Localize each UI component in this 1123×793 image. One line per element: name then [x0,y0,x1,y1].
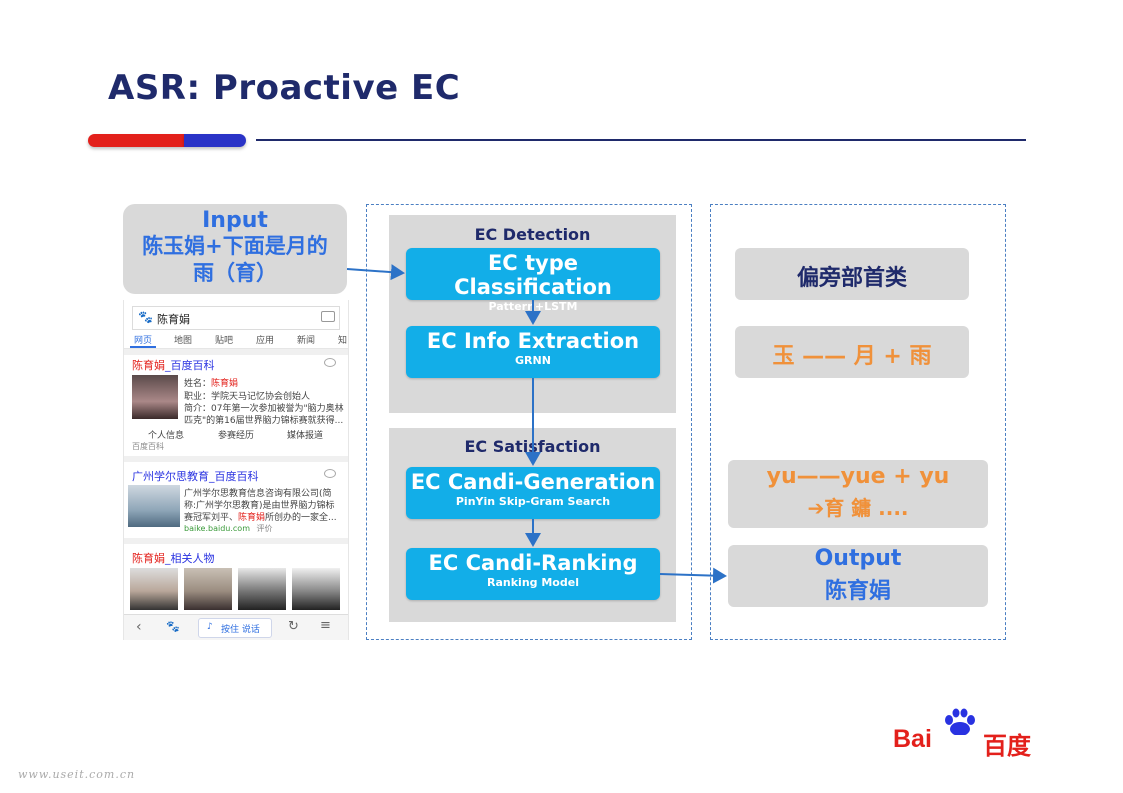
baidu-logo: Bai du 百度 [893,707,1043,760]
result2-url-text: baike.baidu.com [184,524,250,533]
ec-type-classification-box: EC type Classification Pattern+LSTM [406,248,660,313]
baidu-logo-cn: 百度 [983,732,1031,760]
result2-url: baike.baidu.com 评价 [184,523,273,534]
candidates-text: ➔育 鏞 .... [807,496,909,520]
separator [124,456,348,462]
input-label: Input [202,208,268,233]
tab-web[interactable]: 网页 [134,336,153,346]
radical-text: 偏旁部首类 [796,266,907,291]
camera-icon[interactable] [321,311,335,322]
ec-candi-ranking-title: EC Candi-Ranking [428,551,638,575]
result3-title[interactable]: 陈育娟_相关人物 [132,550,215,566]
result2-url-extra: 评价 [256,524,273,533]
person-photo[interactable] [130,568,178,610]
result1-source: 百度百科 [132,442,164,451]
watermark: www.useit.com.cn [18,768,136,781]
result2-line1: 广州学尔思教育信息咨询有限公司(简 [184,489,332,499]
result1-title-highlight: 陈育娟 [132,359,165,372]
result1-link-contests[interactable]: 参赛经历 [218,431,255,441]
phone-search-bar[interactable]: 🐾 陈育娟 [132,306,340,330]
result2-title[interactable]: 广州学尔思教育_百度百科 [132,470,259,483]
ec-type-classification-title: EC type Classification [454,251,612,299]
ec-detection-title: EC Detection [474,225,591,244]
result1-name: 姓名：陈育娟 [184,376,238,389]
eye-icon[interactable] [324,469,336,478]
tab-tieba[interactable]: 贴吧 [215,336,234,346]
decomposition-text: 玉 —— 月 + 雨 [772,344,932,369]
title-rule [256,139,1026,141]
voice-button-label: 按住 说话 [221,625,260,635]
menu-icon[interactable]: ≡ [320,618,331,633]
baidu-logo-du: du [952,735,966,747]
decomposition-box: 玉 —— 月 + 雨 [735,326,969,378]
result2-line2: 称:广州学尔思教育)是由世界脑力锦标 [184,501,335,511]
output-label: Output [814,546,902,571]
result3-title-rest: _相关人物 [165,552,215,565]
pinyin-text: yu——yue + yu [766,464,950,489]
separator [124,349,348,355]
input-box: Input 陈玉娟+下面是月的 雨（育） [123,204,347,294]
tab-map[interactable]: 地图 [174,336,193,346]
paw-icon[interactable]: 🐾 [166,620,180,633]
phone-bottom-bar: ‹ 🐾 ♪ 按住 说话 ↻ ≡ [124,614,348,640]
ec-info-extraction-title: EC Info Extraction [426,329,640,353]
active-tab-indicator [130,346,156,348]
mic-icon: ♪ [207,622,213,632]
radical-box: 偏旁部首类 [735,248,969,300]
person-photo[interactable] [238,568,286,610]
baidu-logo-bai: Bai [893,725,932,753]
result2-line3: 赛冠军刘平、陈育娟所创办的一家全... [184,510,337,523]
phone-search-input[interactable]: 陈育娟 [157,313,190,326]
result1-title-rest: _百度百科 [165,359,215,372]
person-photo[interactable] [184,568,232,610]
pinyin-box: yu——yue + yu ➔育 鏞 .... [728,460,988,528]
paw-icon: 🐾 [138,310,153,324]
input-text-line1: 陈玉娟+下面是月的 [142,234,328,258]
ec-info-extraction-box: EC Info Extraction GRNN [406,326,660,378]
eye-icon[interactable] [324,358,336,367]
arrow-ranking-to-output [659,567,727,584]
right-dashed-container [710,204,1006,640]
result1-job: 职业：学院天马记忆协会创始人 [184,392,311,402]
output-box: Output 陈育娟 [728,545,988,607]
tab-more[interactable]: 知 [338,336,348,346]
title-bar-red [88,134,184,147]
tab-news[interactable]: 新闻 [297,336,316,346]
ec-candi-ranking-box: EC Candi-Ranking Ranking Model [406,548,660,600]
result2-image [128,485,180,527]
ec-candi-generation-sub: PinYin Skip-Gram Search [455,495,611,508]
result1-link-media[interactable]: 媒体报道 [287,431,324,441]
result2-line3-highlight: 陈育娟 [238,513,266,523]
arrow-input-to-classification [346,264,405,281]
ec-info-extraction-sub: GRNN [515,354,551,367]
voice-button[interactable]: ♪ 按住 说话 [198,618,272,638]
result2-line3-post: 所创办的一家全... [265,513,337,523]
output-value: 陈育娟 [824,579,891,604]
result1-name-label: 姓名： [184,379,212,389]
result1-link-profile[interactable]: 个人信息 [148,431,185,441]
ec-candi-ranking-sub: Ranking Model [487,576,579,589]
separator [124,538,348,544]
ec-candi-generation-box: EC Candi-Generation PinYin Skip-Gram Sea… [406,467,660,519]
phone-screenshot: 🐾 陈育娟 网页 地图 贴吧 应用 新闻 知 陈育娟_百度百科 姓名：陈育娟 职… [123,300,349,640]
result1-intro-line2: 匹克"的第16届世界脑力锦标赛就获得... [184,416,344,426]
person-photo[interactable] [292,568,340,610]
tab-apps[interactable]: 应用 [256,336,275,346]
ec-candi-generation-title: EC Candi-Generation [410,470,656,494]
title-bar-blue [184,134,246,147]
result1-intro-line1: 简介：07年第一次参加被誉为"脑力奥林 [184,404,344,414]
result1-portrait [132,375,178,419]
input-text-line2: 雨（育） [193,261,277,285]
refresh-icon[interactable]: ↻ [288,619,299,634]
result2-line3-pre: 赛冠军刘平、 [184,513,239,523]
middle-dashed-container [366,204,692,640]
result1-name-value: 陈育娟 [211,379,239,389]
baidu-paw-icon [945,708,975,735]
phone-tabs: 网页 地图 贴吧 应用 新闻 知 [124,330,348,349]
result1-title[interactable]: 陈育娟_百度百科 [132,357,215,373]
back-icon[interactable]: ‹ [136,619,142,635]
page-title: ASR: Proactive EC [108,68,461,108]
result3-title-highlight: 陈育娟 [132,552,165,565]
